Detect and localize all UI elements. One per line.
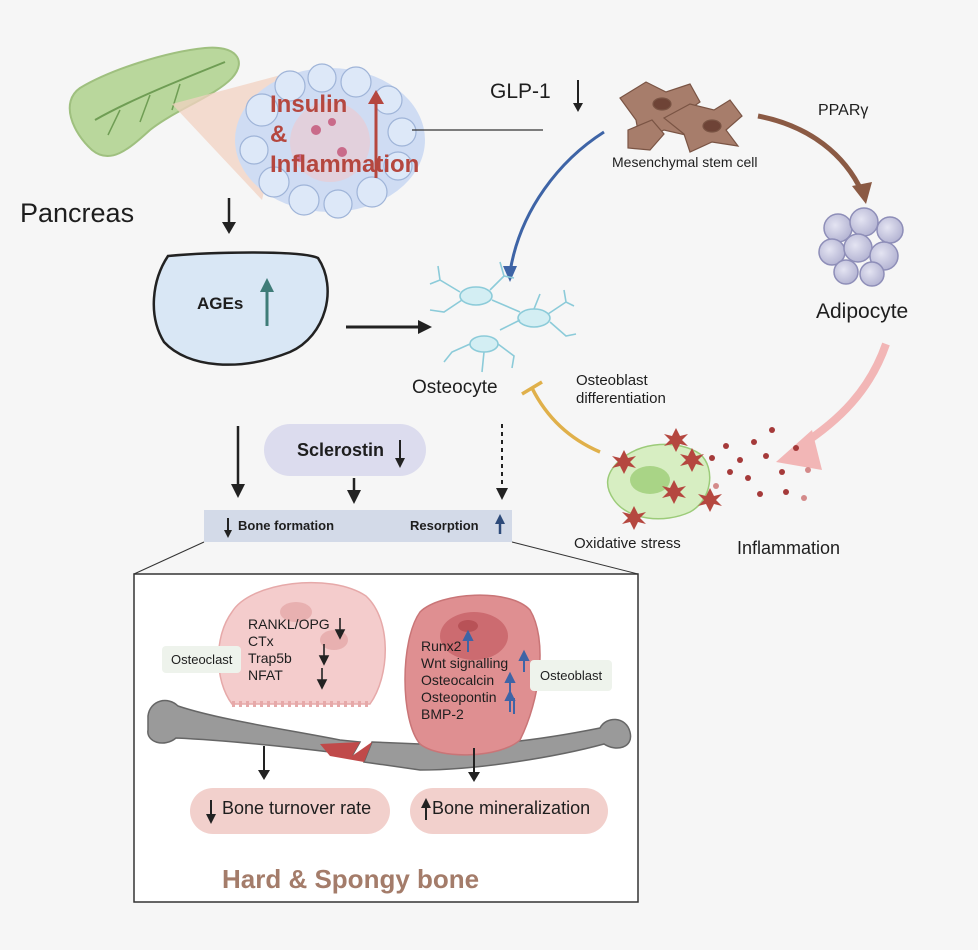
osteoblast-up-arrows [462,629,530,714]
osteoblast-tag: Osteoblast [530,660,613,691]
turnover-label: Bone turnover rate [222,798,372,818]
osteoclast-down-arrows [316,618,346,690]
pparg-label: PPARγ [818,102,869,119]
mineralization-pill [410,788,608,834]
inflammation-label: Inflammation [270,151,420,178]
osteoclast-marker-list: RANKL/OPG CTx Trap5b NFAT [248,616,330,684]
inhibition-bar [521,380,543,396]
osteocyte-icon [429,261,577,373]
osteoblast-marker: Osteopontin [421,689,497,705]
adipocyte-icon [818,207,904,287]
adipocyte-label: Adipocyte [816,300,909,323]
glp1-label: GLP-1 [490,80,551,103]
osteoclast-marker: CTx [248,633,274,649]
osteoblast-cell-icon [404,594,541,756]
msc-label: Mesenchymal stem cell [612,154,758,170]
ampersand-label: & [270,121,288,148]
resorption-label: Resorption [410,518,479,533]
osteoblast-marker-list: Runx2 Wnt signalling Osteocalcin Osteopo… [421,638,508,723]
inflammation-bottom-label: Inflammation [737,538,841,558]
zoom-line-right [511,541,639,575]
oxidative-stress-label: Oxidative stress [574,535,681,552]
osteoclast-marker: NFAT [248,667,283,683]
msc-to-osteocyte-arrow [508,130,605,273]
inhibition-arc [530,387,601,454]
osteoblast-marker: Osteocalcin [421,672,495,688]
osteoblast-marker: Runx2 [421,638,462,654]
osteoblast-marker: BMP-2 [421,706,464,722]
insulin-label: Insulin [270,91,348,118]
osteoclast-marker: RANKL/OPG [248,616,330,632]
osteoblast-diff-line2: differentiation [576,390,666,407]
msc-to-adipocyte-arrow [757,113,865,194]
turnover-pill [190,788,390,834]
sclerostin-pill [264,424,426,476]
bone-balance-bar [204,510,512,542]
osteoclast-tag: Osteoclast [162,646,242,673]
footer-title: Hard & Spongy bone [222,864,480,894]
pancreas-label: Pancreas [20,198,135,228]
mineralization-label: Bone mineralization [432,798,591,818]
osteocyte-label: Osteocyte [412,377,498,398]
mesenchymal-stem-cell-icon [619,81,743,153]
sclerostin-label: Sclerostin [297,440,385,460]
oxidative-stress-cell-icon [606,428,722,530]
adipocyte-to-inflammation-arrow [797,342,890,450]
osteoblast-marker: Wnt signalling [421,655,509,671]
inflammation-dots-icon [709,427,811,501]
osteoblast-diff-line1: Osteoblast [576,372,648,389]
osteoclast-marker: Trap5b [248,650,292,666]
bone-formation-label: Bone formation [238,518,335,533]
zoom-line-left [133,541,205,575]
insulin-up-arrowhead [368,90,384,104]
ages-label: AGEs [197,294,244,313]
ages-shape [152,251,329,366]
